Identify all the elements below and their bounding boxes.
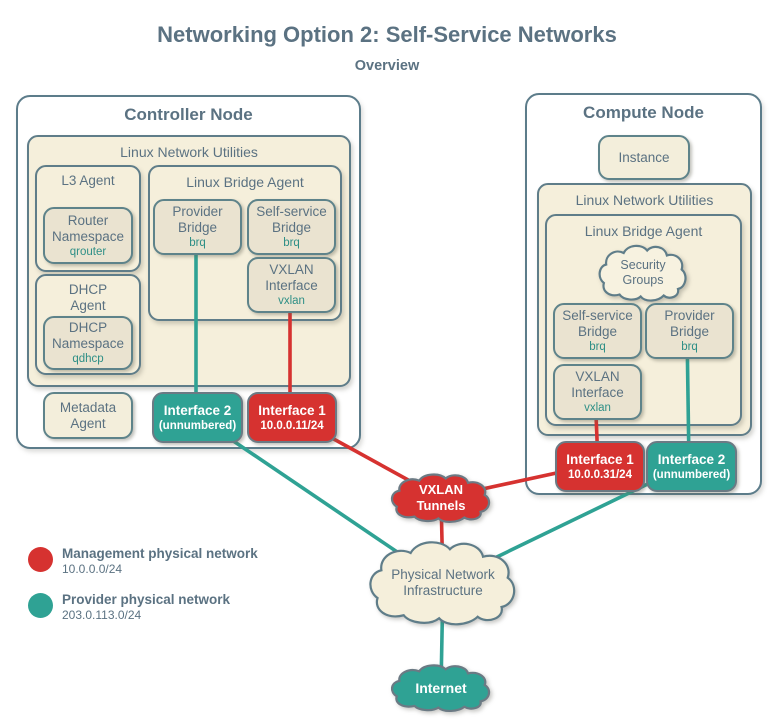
router-namespace-box: Router Namespace qrouter (43, 207, 133, 264)
compute-interface2-sub: (unnumbered) (652, 468, 731, 481)
controller-interface1-box: Interface 1 10.0.0.11/24 (247, 392, 337, 443)
cloud-shape-icon (389, 663, 493, 713)
instance-label: Instance (618, 149, 670, 165)
compute-interface1-label: Interface 1 (566, 451, 634, 467)
legend-management-dot-icon (28, 547, 53, 572)
compute-vxlan-interface-label: VXLAN Interface (571, 369, 624, 401)
controller-provider-bridge-box: Provider Bridge brq (153, 199, 242, 255)
diagram-title: Networking Option 2: Self-Service Networ… (157, 22, 617, 47)
compute-provider-bridge-sub: brq (681, 341, 698, 354)
internet-cloud: Internet (389, 663, 493, 713)
router-namespace-label: Router Namespace (51, 212, 125, 244)
dhcp-namespace-label: DHCP Namespace (51, 320, 125, 352)
internet-label: Internet (415, 679, 467, 696)
l3-agent-label: L3 Agent (61, 173, 115, 188)
controller-interface2-sub: (unnumbered) (158, 419, 237, 432)
compute-linux-network-utilities-label: Linux Network Utilities (575, 192, 714, 208)
physical-network-label: Physical Network Infrastructure (391, 566, 495, 598)
legend-provider-label: Provider physical network (62, 592, 231, 607)
controller-linux-network-utilities-label: Linux Network Utilities (120, 144, 258, 160)
compute-provider-bridge-label: Provider Bridge (664, 308, 715, 340)
vxlan-tunnels-label: VXLAN Tunnels (416, 482, 466, 513)
security-groups-cloud: Security Groups (597, 243, 689, 303)
controller-interface2-box: Interface 2 (unnumbered) (152, 392, 243, 443)
controller-interface1-sub: 10.0.0.11/24 (260, 419, 324, 432)
security-groups-label: Security Groups (620, 258, 666, 287)
compute-provider-bridge-box: Provider Bridge brq (645, 303, 734, 359)
compute-self-service-bridge-sub: brq (589, 341, 606, 354)
metadata-agent-label: Metadata Agent (59, 399, 117, 431)
compute-vxlan-interface-sub: vxlan (584, 402, 611, 415)
controller-interface2-label: Interface 2 (163, 402, 232, 418)
diagram-subtitle: Overview (354, 58, 420, 74)
controller-self-service-bridge-sub: brq (283, 237, 300, 250)
instance-box: Instance (598, 135, 690, 180)
controller-vxlan-interface-box: VXLAN Interface vxlan (247, 257, 336, 313)
legend-provider-subnet: 203.0.113.0/24 (62, 608, 142, 622)
controller-vxlan-interface-sub: vxlan (278, 295, 305, 308)
compute-linux-bridge-agent-label: Linux Bridge Agent (584, 223, 703, 239)
physical-network-cloud: Physical Network Infrastructure (366, 538, 520, 628)
router-namespace-sub: qrouter (69, 245, 107, 258)
compute-interface2-box: Interface 2 (unnumbered) (646, 441, 737, 492)
cloud-shape-icon (597, 243, 689, 303)
vxlan-tunnels-cloud: VXLAN Tunnels (389, 472, 493, 524)
dhcp-agent-label: DHCP Agent (68, 282, 108, 314)
controller-self-service-bridge-box: Self-service Bridge brq (247, 199, 336, 255)
legend-management-label: Management physical network (62, 546, 258, 561)
compute-self-service-bridge-box: Self-service Bridge brq (553, 303, 642, 359)
compute-interface2-label: Interface 2 (657, 451, 726, 467)
legend-provider-dot-icon (28, 593, 53, 618)
legend-management-entry: Management physical network 10.0.0.0/24 (62, 546, 258, 576)
controller-self-service-bridge-label: Self-service Bridge (256, 204, 327, 236)
compute-interface1-sub: 10.0.0.31/24 (568, 468, 632, 481)
compute-self-service-bridge-label: Self-service Bridge (562, 308, 633, 340)
compute-node-title: Compute Node (583, 103, 704, 122)
controller-interface1-label: Interface 1 (258, 402, 326, 418)
metadata-agent-box: Metadata Agent (43, 392, 133, 439)
controller-provider-bridge-label: Provider Bridge (172, 204, 223, 236)
controller-vxlan-interface-label: VXLAN Interface (265, 262, 318, 294)
legend-provider-entry: Provider physical network 203.0.113.0/24 (62, 592, 230, 622)
controller-node-title: Controller Node (124, 105, 253, 124)
controller-provider-bridge-sub: brq (189, 237, 206, 250)
compute-vxlan-interface-box: VXLAN Interface vxlan (553, 364, 642, 420)
legend-management-subnet: 10.0.0.0/24 (62, 562, 123, 576)
compute-interface1-box: Interface 1 10.0.0.31/24 (555, 441, 645, 492)
controller-linux-bridge-agent-label: Linux Bridge Agent (186, 174, 304, 190)
dhcp-namespace-sub: qdhcp (72, 353, 104, 366)
dhcp-namespace-box: DHCP Namespace qdhcp (43, 316, 133, 370)
